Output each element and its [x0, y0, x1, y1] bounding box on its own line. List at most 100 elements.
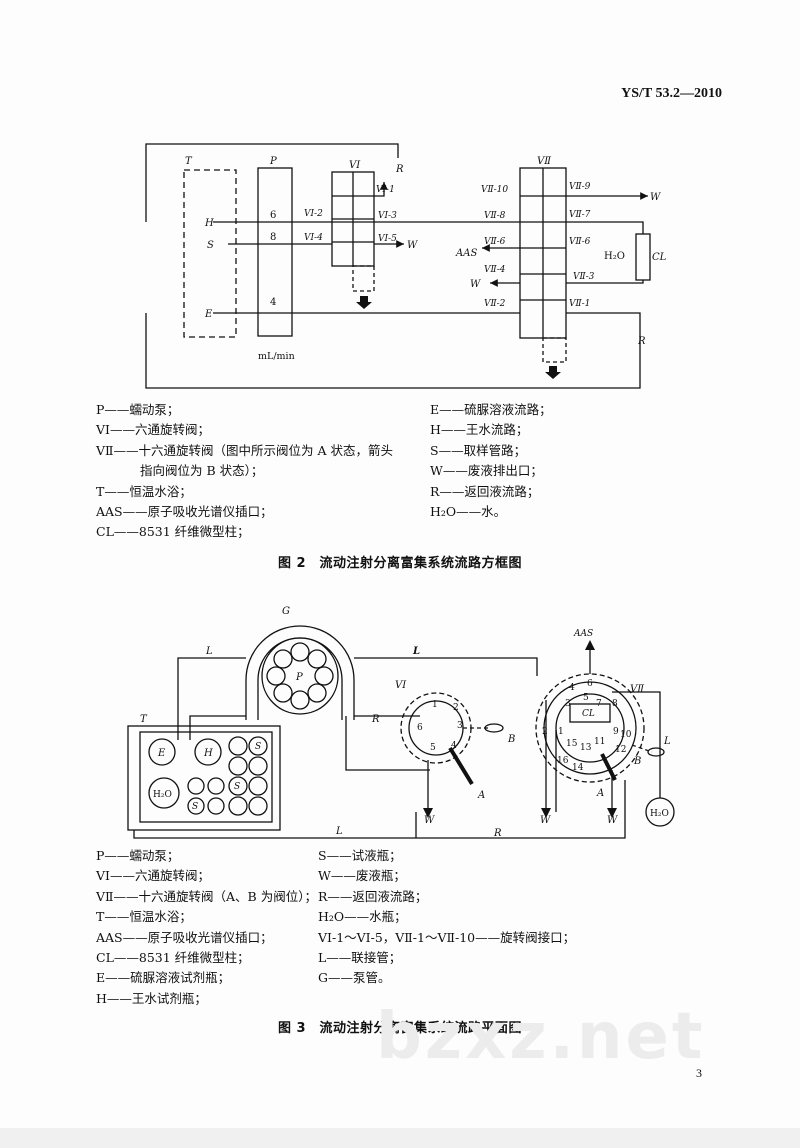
- label-V2-6-right: VⅡ-6: [569, 237, 591, 247]
- label-A-v1: A: [477, 790, 485, 801]
- label-W-v2-9: W: [650, 192, 661, 203]
- label-H2O-left: H₂O: [153, 790, 172, 800]
- figure-2-legend-left: P——蠕动泵； VⅠ——六通旋转阀； VⅡ——十六通旋转阀（图中所示阀位为 A …: [96, 400, 393, 543]
- label-V2-1: VⅡ-1: [569, 299, 590, 309]
- bottle-H: [194, 738, 222, 766]
- label-V2-4: VⅡ-4: [484, 265, 506, 275]
- watermark: bzxz.net: [376, 1000, 706, 1074]
- bottle-H2O: [148, 777, 180, 809]
- label-W-v2-a: W: [540, 815, 551, 826]
- legend-item: W——废液排出口；: [430, 463, 543, 479]
- water-bath-T: [127, 725, 281, 831]
- legend-item: S——试液瓶；: [318, 848, 402, 863]
- port-1: 1: [432, 700, 438, 710]
- bottom-bar: [0, 1128, 800, 1148]
- label-G: G: [282, 606, 290, 617]
- label-CL: CL: [652, 252, 667, 263]
- port-6: 6: [417, 723, 423, 733]
- label-V2-3: VⅡ-3: [573, 272, 595, 282]
- legend-item: AAS——原子吸收光谱仪插口；: [96, 929, 273, 945]
- label-S-1: S: [255, 742, 261, 752]
- valve-V2: [535, 673, 645, 783]
- label-V2-9: VⅡ-9: [569, 182, 591, 192]
- label-V1-3: VⅠ-3: [378, 211, 397, 221]
- figure-2-lines: [145, 143, 651, 389]
- label-B-v1: B: [507, 734, 515, 745]
- label-L-v2: L: [663, 736, 671, 747]
- label-T: T: [185, 156, 193, 167]
- port-v2-4: 4: [569, 683, 575, 693]
- legend-item: VⅠ-1～VⅠ-5，VⅡ-1～VⅡ-10——旋转阀接口；: [318, 929, 576, 945]
- legend-item: G——泵管。: [318, 970, 391, 986]
- port-v2-14: 14: [572, 763, 584, 773]
- label-V2-6-left: VⅡ-6: [484, 237, 506, 247]
- label-S-3: S: [192, 802, 198, 812]
- label-V1: VⅠ: [349, 160, 361, 171]
- legend-item: T——恒温水浴；: [96, 483, 192, 499]
- legend-item: H₂O——水瓶；: [318, 909, 407, 925]
- pump-P-box: [257, 167, 293, 337]
- label-A-v2: A: [596, 788, 604, 799]
- label-T: T: [140, 714, 148, 725]
- label-V2-10: VⅡ-10: [481, 185, 508, 195]
- port-v2-16: 16: [557, 756, 569, 766]
- port-v2-9: 9: [613, 727, 619, 737]
- pump-P-rotor: [261, 637, 339, 715]
- port-v2-15: 15: [566, 739, 578, 749]
- label-L-left: L: [205, 646, 213, 657]
- label-V2-8: VⅡ-8: [484, 211, 506, 221]
- legend-item: E——硫脲溶液试剂瓶；: [96, 970, 231, 986]
- port-v2-5: 5: [583, 693, 589, 703]
- legend-item: T——恒温水浴；: [96, 909, 192, 925]
- standard-number: YS/T 53.2—2010: [621, 86, 722, 101]
- port-v2-13: 13: [580, 743, 592, 753]
- label-H: H: [204, 218, 214, 229]
- port-3: 3: [457, 721, 463, 731]
- label-W-v2-b: W: [607, 815, 618, 826]
- label-R-top: R: [395, 164, 404, 175]
- label-W-v1: W: [407, 240, 418, 251]
- legend-item: H₂O——水。: [430, 504, 507, 520]
- label-channel-6: 6: [270, 210, 276, 221]
- label-B-v2: B: [633, 756, 641, 767]
- label-V2: VⅡ: [630, 684, 644, 695]
- legend-item: VⅡ——十六通旋转阀（图中所示阀位为 A 状态，箭头: [96, 442, 393, 458]
- port-v2-12: 12: [615, 745, 626, 755]
- label-channel-8: 8: [270, 232, 276, 243]
- figure-3-lines: [127, 625, 675, 839]
- port-v2-10: 10: [620, 730, 632, 740]
- label-V1-1: VⅠ-1: [376, 185, 395, 195]
- legend-item: R——返回液流路；: [318, 888, 428, 904]
- thermostat-T-box: [183, 169, 237, 338]
- label-V2-7: VⅡ-7: [569, 210, 591, 220]
- label-H: H: [203, 748, 213, 759]
- legend-item: CL——8531 纤维微型柱；: [96, 524, 250, 540]
- label-E: E: [204, 309, 213, 320]
- legend-item: H——王水流路；: [430, 422, 529, 438]
- label-R-bottom: R: [637, 336, 646, 347]
- label-V1: VⅠ: [395, 680, 407, 691]
- label-R-bottom: R: [493, 828, 502, 839]
- legend-item: L——联接管；: [318, 950, 402, 966]
- label-H2O: H₂O: [604, 251, 625, 262]
- label-V1-2: VⅠ-2: [304, 209, 323, 219]
- port-v2-3: 3: [565, 699, 571, 709]
- bottle-H2O-right: [645, 797, 675, 827]
- port-5: 5: [430, 743, 436, 753]
- label-S-2: S: [234, 782, 240, 792]
- figure-3-legend-left: P——蠕动泵； VⅠ——六通旋转阀； VⅡ——十六通旋转阀（A、B 为阀位）； …: [96, 846, 317, 1009]
- label-V1-5: VⅠ-5: [378, 234, 397, 244]
- port-v2-11: 11: [594, 737, 605, 747]
- label-P: P: [269, 156, 277, 167]
- figure-2-legend-right: E——硫脲溶液流路； H——王水流路； S——取样管路； W——废液排出口； R…: [430, 400, 552, 522]
- label-AAS: AAS: [573, 629, 593, 639]
- label-P: P: [295, 672, 303, 683]
- figure-2-caption: 图 2 流动注射分离富集系统流路方框图: [277, 556, 523, 571]
- v2-position-arrow-icon: [545, 366, 561, 379]
- label-V1-4: VⅠ-4: [304, 233, 323, 243]
- port-v2-1: 1: [558, 727, 564, 737]
- label-V2-2: VⅡ-2: [484, 299, 506, 309]
- legend-item: P——蠕动泵；: [96, 848, 180, 863]
